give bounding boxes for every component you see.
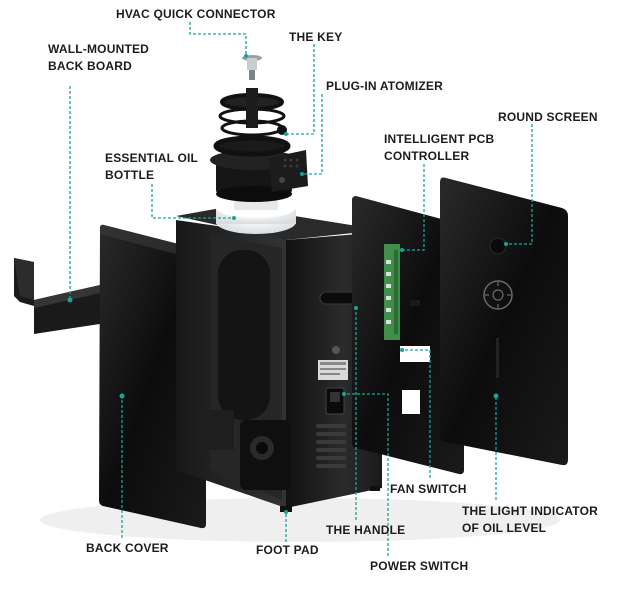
round-screen-panel xyxy=(440,177,568,466)
leader-lines xyxy=(69,22,533,556)
label-fan-switch: FAN SWITCH xyxy=(390,482,467,496)
label-intelligent-pcb-line1: INTELLIGENT PCB xyxy=(384,132,495,146)
label-round-screen: ROUND SCREEN xyxy=(498,110,598,124)
label-essential-oil-bottle: ESSENTIAL OIL BOTTLE xyxy=(105,150,198,184)
pcb-controller-frame xyxy=(352,196,464,475)
label-back-cover: BACK COVER xyxy=(86,541,169,555)
label-oil-level-line2: OF OIL LEVEL xyxy=(462,521,547,535)
label-wall-mounted-line1: WALL-MOUNTED xyxy=(48,42,150,56)
label-the-key: THE KEY xyxy=(289,30,343,44)
label-wall-mounted-back-board: WALL-MOUNTED BACK BOARD xyxy=(48,41,149,75)
label-bottle-line2: BOTTLE xyxy=(105,168,155,182)
label-plug-in-atomizer: PLUG-IN ATOMIZER xyxy=(326,79,443,93)
hvac-quick-connector xyxy=(242,55,262,80)
label-back-board-line2: BACK BOARD xyxy=(48,59,132,73)
label-the-handle: THE HANDLE xyxy=(326,523,406,537)
label-power-switch: POWER SWITCH xyxy=(370,559,469,573)
label-light-indicator: THE LIGHT INDICATOR OF OIL LEVEL xyxy=(462,503,598,537)
label-controller-line2: CONTROLLER xyxy=(384,149,470,163)
plug-in-atomizer xyxy=(210,150,308,202)
essential-oil-bottle xyxy=(216,194,296,234)
label-intelligent-pcb-controller: INTELLIGENT PCB CONTROLLER xyxy=(384,131,494,165)
main-body xyxy=(176,206,382,512)
label-hvac-quick-connector: HVAC QUICK CONNECTOR xyxy=(116,7,276,21)
label-essential-oil-line1: ESSENTIAL OIL xyxy=(105,151,199,165)
leader-dots xyxy=(67,54,508,514)
label-foot-pad: FOOT PAD xyxy=(256,543,319,557)
the-key xyxy=(213,88,291,157)
label-light-indicator-line1: THE LIGHT INDICATOR xyxy=(462,504,599,518)
